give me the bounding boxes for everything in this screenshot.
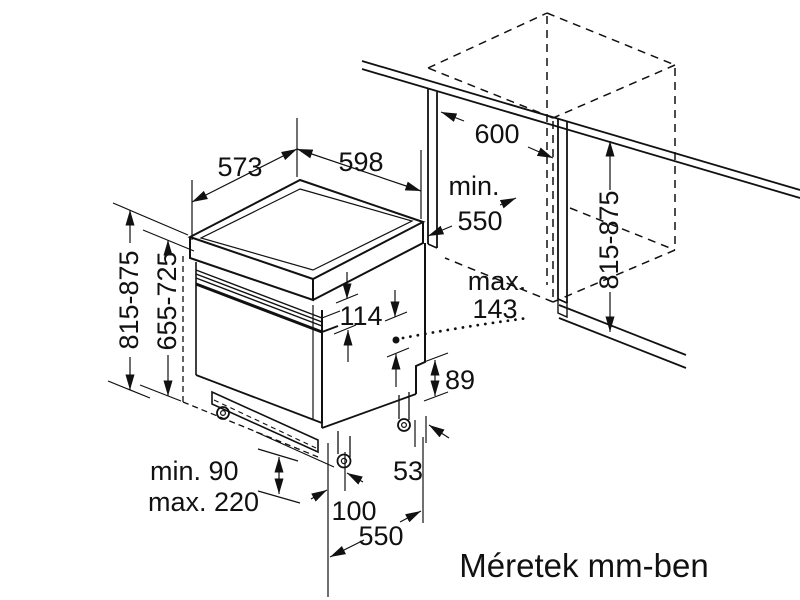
dim-base-depth: 550 [329, 437, 424, 558]
dim-plinth-min-label: min. 90 [150, 456, 239, 486]
dotted-leader-line [401, 316, 530, 340]
dim-base-recess-height-label: 89 [445, 365, 475, 395]
dim-niche-height: 815-875 [594, 141, 624, 332]
furniture-panel-dashed [182, 256, 319, 458]
adjustable-feet [216, 392, 411, 469]
dim-foot-side-inset: 53 [393, 416, 450, 486]
niche-dashed-outline [427, 12, 676, 303]
dim-niche-depth-prefix: min. [448, 171, 499, 201]
worktop-front-edge [361, 60, 800, 199]
dim-lid-depth: 573 [191, 118, 298, 240]
dim-foot-side-inset-label: 53 [393, 456, 423, 486]
dim-door-point-max: max. 143 [384, 266, 530, 387]
dim-appliance-width-label: 598 [338, 147, 383, 177]
floor-line [558, 304, 687, 369]
appliance-door [195, 262, 323, 424]
dim-furniture-panel-height: 655-725 [139, 229, 195, 402]
plinth-base [211, 390, 319, 454]
caption-units: Méretek mm-ben [459, 547, 708, 584]
dim-niche-width-label: 600 [474, 119, 519, 149]
appliance-outline [182, 178, 426, 469]
dim-appliance-height-label: 815-875 [114, 250, 144, 349]
dim-furniture-panel-height-label: 655-725 [152, 251, 182, 350]
dim-foot-front-inset: 100 [310, 443, 377, 597]
dim-niche-depth: min. 550 [427, 171, 517, 237]
dim-plinth-max-label: max. 220 [148, 487, 259, 517]
dim-control-panel-height-label: 114 [339, 301, 382, 331]
dim-base-depth-label: 550 [358, 521, 403, 551]
dim-plinth-adjustment: min. 90 max. 220 [148, 431, 335, 517]
dim-lid-depth-label: 573 [217, 152, 262, 182]
dim-niche-height-label: 815-875 [594, 190, 624, 289]
dim-niche-width: 600 [440, 111, 554, 159]
side-recess-step [415, 243, 426, 394]
door-reference-dot [392, 336, 400, 344]
cabinet-walls [427, 89, 568, 319]
control-panel-band [195, 269, 341, 334]
dim-niche-depth-value: 550 [457, 206, 502, 236]
dim-door-point-max-prefix: max. [468, 266, 527, 296]
dim-foot-front-inset-label: 100 [331, 496, 376, 526]
dim-door-point-max-value: 143 [472, 294, 517, 324]
dim-appliance-height-left: 815-875 [107, 202, 189, 399]
dim-control-panel-height: 114 [333, 272, 383, 362]
dim-base-recess-height: 89 [423, 352, 475, 402]
dim-appliance-width: 598 [296, 147, 422, 219]
